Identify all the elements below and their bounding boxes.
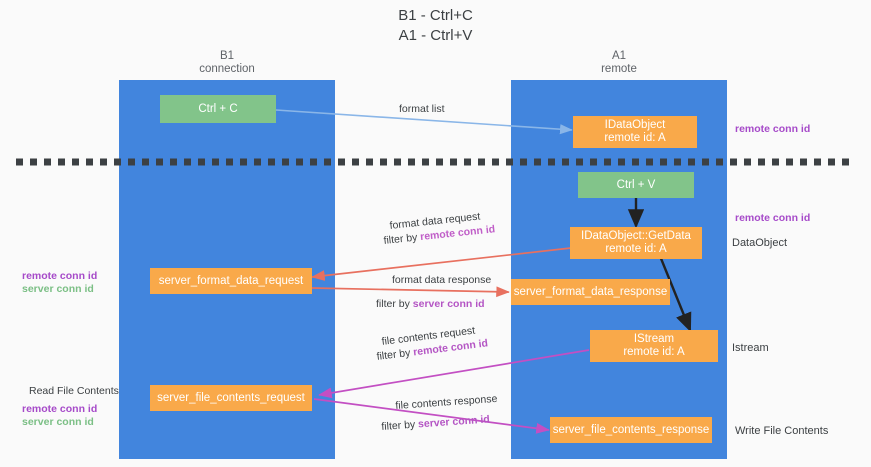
column-header-a1-name: A1 — [611, 50, 627, 62]
column-header-a1-sub: remote — [601, 63, 637, 75]
annotation-left-remote-conn-id-mid: remote conn id — [22, 270, 98, 282]
node-idataobject[interactable]: IDataObject remote id: A — [573, 116, 697, 148]
annotation-right-istream: Istream — [732, 342, 769, 354]
node-server-file-contents-request[interactable]: server_file_contents_request — [150, 385, 312, 411]
annotation-right-remote-conn-id-mid: remote conn id — [735, 212, 811, 224]
node-idataobject-line-1: IDataObject — [604, 119, 666, 131]
node-getdata-line-1: IDataObject::GetData — [581, 230, 691, 242]
node-istream-line-1: IStream — [633, 333, 675, 345]
edge-label-fcres-filter-key: server conn id — [417, 413, 491, 431]
edge-label-fcres-filter-prefix: filter by — [381, 418, 419, 433]
edge-label-fdr-filter-prefix: filter by — [383, 231, 421, 247]
connector-format-data-response — [311, 286, 510, 298]
annotation-left-server-conn-id-mid: server conn id — [22, 283, 94, 295]
annotation-right-remote-conn-id-top: remote conn id — [735, 123, 811, 135]
annotation-left-server-conn-id-bot: server conn id — [22, 416, 94, 428]
node-idataobject-getdata[interactable]: IDataObject::GetData remote id: A — [570, 227, 702, 259]
edge-label-format-list: format list — [399, 103, 445, 116]
node-istream-line-2: remote id: A — [623, 346, 685, 358]
page-title-line-1: B1 - Ctrl+C — [398, 7, 473, 24]
node-ctrl-c[interactable]: Ctrl + C — [160, 95, 276, 123]
node-server-format-data-response[interactable]: server_format_data_response — [511, 279, 670, 305]
node-istream[interactable]: IStream remote id: A — [590, 330, 718, 362]
node-ctrl-v[interactable]: Ctrl + V — [578, 172, 694, 198]
node-idataobject-line-2: remote id: A — [604, 132, 666, 144]
edge-label-file-contents-response-filter: filter by server conn id — [381, 413, 490, 434]
page-title: B1 - Ctrl+C A1 - Ctrl+V — [0, 6, 871, 46]
edge-label-fdres-filter-prefix: filter by — [376, 298, 413, 310]
page-title-line-2: A1 - Ctrl+V — [398, 27, 473, 44]
annotation-left-remote-conn-id-bot: remote conn id — [22, 403, 98, 415]
annotation-right-dataobject: DataObject — [732, 237, 788, 249]
edge-label-format-data-response-text: format data response — [392, 274, 492, 286]
edge-label-file-contents-response: file contents response — [395, 393, 498, 413]
node-getdata-line-2: remote id: A — [605, 243, 667, 255]
edge-label-format-data-response: format data response — [392, 274, 491, 287]
edge-label-format-data-response-filter: filter by server conn id — [376, 298, 485, 311]
annotation-left-read-file-contents: Read File Contents — [29, 385, 119, 397]
node-server-format-data-request[interactable]: server_format_data_request — [150, 268, 312, 294]
edge-label-fdres-filter-key: server conn id — [412, 298, 485, 310]
annotation-right-write-file-contents: Write File Contents — [735, 425, 829, 437]
column-header-b1-sub: connection — [199, 63, 255, 75]
edge-label-format-list-text: format list — [399, 103, 445, 115]
edge-label-fcres-text: file contents response — [395, 392, 498, 412]
column-header-b1: B1 connection — [119, 50, 335, 76]
column-header-b1-name: B1 — [219, 50, 235, 62]
column-header-a1: A1 remote — [511, 50, 727, 76]
node-server-file-contents-response[interactable]: server_file_contents_response — [550, 417, 712, 443]
